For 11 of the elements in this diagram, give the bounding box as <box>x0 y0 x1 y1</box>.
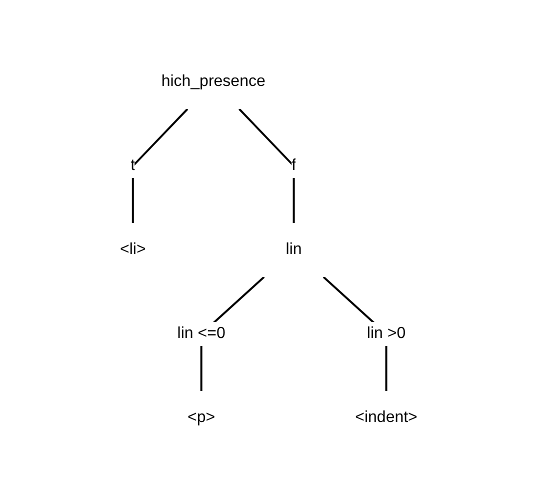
node-text: <p> <box>188 408 216 426</box>
node-text: <indent> <box>355 408 418 426</box>
edge-label: lin <=0 <box>178 324 226 342</box>
connector <box>132 108 189 223</box>
node-text: hich_presence <box>162 73 266 90</box>
node-text: lin <box>286 240 302 258</box>
edge-label: f <box>292 156 296 174</box>
node-text: <li> <box>120 240 146 258</box>
edge-label: t <box>130 156 136 174</box>
connector <box>238 108 296 223</box>
edge-label: lin >0 <box>367 324 406 342</box>
